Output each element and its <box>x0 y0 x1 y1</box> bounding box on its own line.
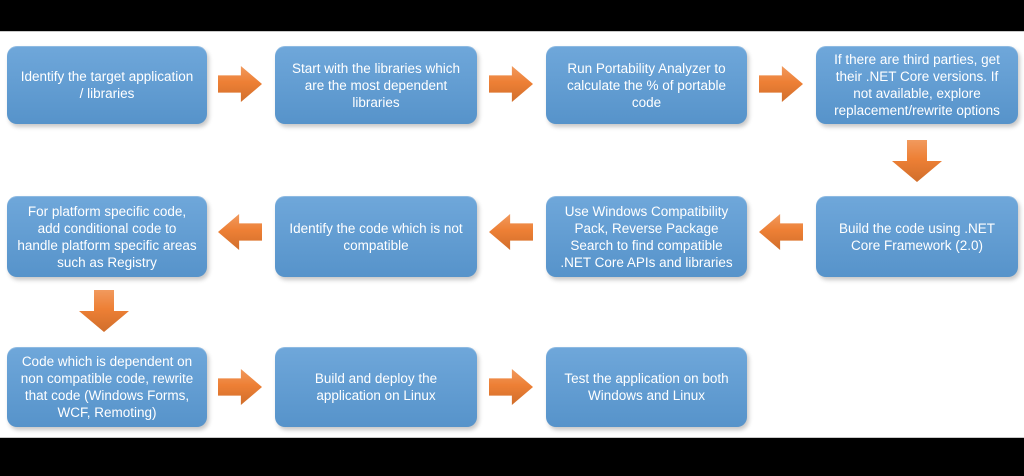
arrow-down-icon <box>79 290 129 332</box>
arrow-right-icon <box>489 66 533 102</box>
flow-step-label: Build and deploy the application on Linu… <box>314 371 438 403</box>
flow-step-identify-target: Identify the target application / librar… <box>7 46 207 124</box>
letterbox-top <box>0 0 1024 32</box>
flow-step-label: Test the application on both Windows and… <box>564 371 729 403</box>
arrow-right-icon <box>218 369 262 405</box>
flow-step-platform-specific-code: For platform specific code, add conditio… <box>7 196 207 277</box>
flow-step-label: Identify the code which is not compatibl… <box>289 220 463 253</box>
flow-step-label: Run Portability Analyzer to calculate th… <box>566 60 727 110</box>
flow-step-label: Identify the target application / librar… <box>20 69 194 101</box>
flow-step-label: Code which is dependent on non compatibl… <box>20 354 194 420</box>
flow-step-rewrite-dependent-code: Code which is dependent on non compatibl… <box>7 347 207 427</box>
flow-step-start-libraries: Start with the libraries which are the m… <box>275 46 477 124</box>
flow-step-label: If there are third parties, get their .N… <box>834 52 1000 118</box>
arrow-right-icon <box>218 66 262 102</box>
flow-step-label: Build the code using .NET Core Framework… <box>838 220 996 253</box>
flowchart-canvas: Identify the target application / librar… <box>0 32 1024 437</box>
flow-step-label: For platform specific code, add conditio… <box>17 203 197 270</box>
flow-step-windows-compatibility-pack: Use Windows Compatibility Pack, Reverse … <box>546 196 747 277</box>
flow-step-third-parties: If there are third parties, get their .N… <box>816 46 1018 124</box>
flow-step-identify-incompatible-code: Identify the code which is not compatibl… <box>275 196 477 277</box>
arrow-left-icon <box>218 214 262 250</box>
flow-step-label: Use Windows Compatibility Pack, Reverse … <box>560 203 733 270</box>
arrow-left-icon <box>759 214 803 250</box>
arrow-left-icon <box>489 214 533 250</box>
flow-step-build-net-core: Build the code using .NET Core Framework… <box>816 196 1018 277</box>
flow-step-label: Start with the libraries which are the m… <box>291 60 461 110</box>
letterbox-bottom <box>0 437 1024 475</box>
flow-step-test-windows-linux: Test the application on both Windows and… <box>546 347 747 427</box>
arrow-right-icon <box>489 369 533 405</box>
flow-step-deploy-on-linux: Build and deploy the application on Linu… <box>275 347 477 427</box>
arrow-right-icon <box>759 66 803 102</box>
flow-step-run-portability-analyzer: Run Portability Analyzer to calculate th… <box>546 46 747 124</box>
arrow-down-icon <box>892 140 942 182</box>
